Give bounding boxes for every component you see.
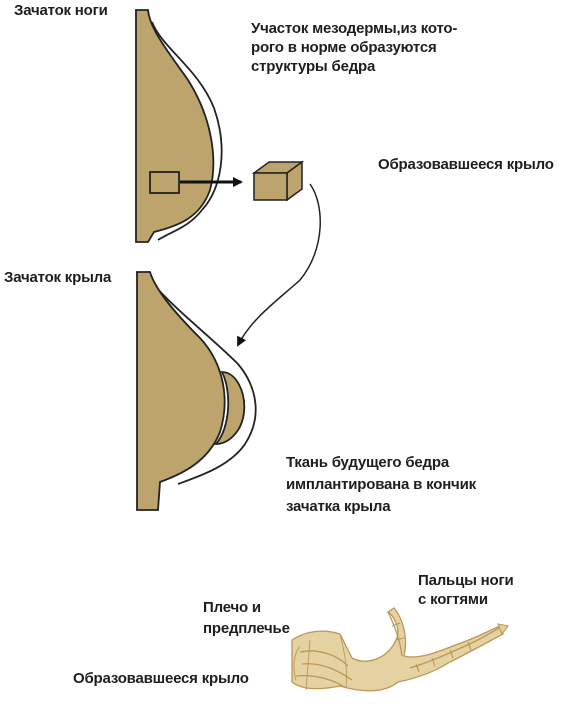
wing-body-outline [291, 607, 504, 692]
wing-bud-ectoderm-outline [153, 284, 257, 485]
leg-toes-label: Пальцы ноги с когтями [418, 572, 514, 608]
implanted-tissue-graft [214, 371, 246, 445]
wing-sketch-lines [293, 633, 347, 691]
formed-wing-top-label: Образовавшееся крыло [378, 156, 554, 173]
toe-segment-marks [391, 622, 472, 673]
wing-bud-group [136, 271, 257, 511]
implanted-tissue-label: Ткань будущего бедра имплантирована в ко… [286, 454, 476, 515]
digit-bone-upper [387, 611, 403, 657]
claw-tip [497, 623, 509, 636]
formed-wing-bottom-label: Образовавшееся крыло [73, 670, 249, 687]
wing-bud-mesoderm [136, 271, 226, 511]
block-front-face [253, 172, 288, 201]
excised-tissue-block [251, 160, 305, 202]
leg-bud-ectoderm-outline [151, 21, 223, 241]
transfer-arrow [237, 183, 321, 347]
digit-bone-lower [409, 627, 500, 669]
shoulder-forearm-label: Плечо и предплечье [203, 599, 290, 637]
mesoderm-region-box [149, 171, 180, 194]
mesoderm-region-label: Участок мезодермы,из кото- рого в норме … [251, 20, 458, 75]
resulting-wing-drawing [291, 607, 509, 692]
wing-bud-label: Зачаток крыла [4, 269, 112, 286]
leg-bud-mesoderm [135, 9, 215, 243]
leg-bud-group [135, 9, 243, 243]
leg-bud-label: Зачаток ноги [14, 2, 108, 19]
